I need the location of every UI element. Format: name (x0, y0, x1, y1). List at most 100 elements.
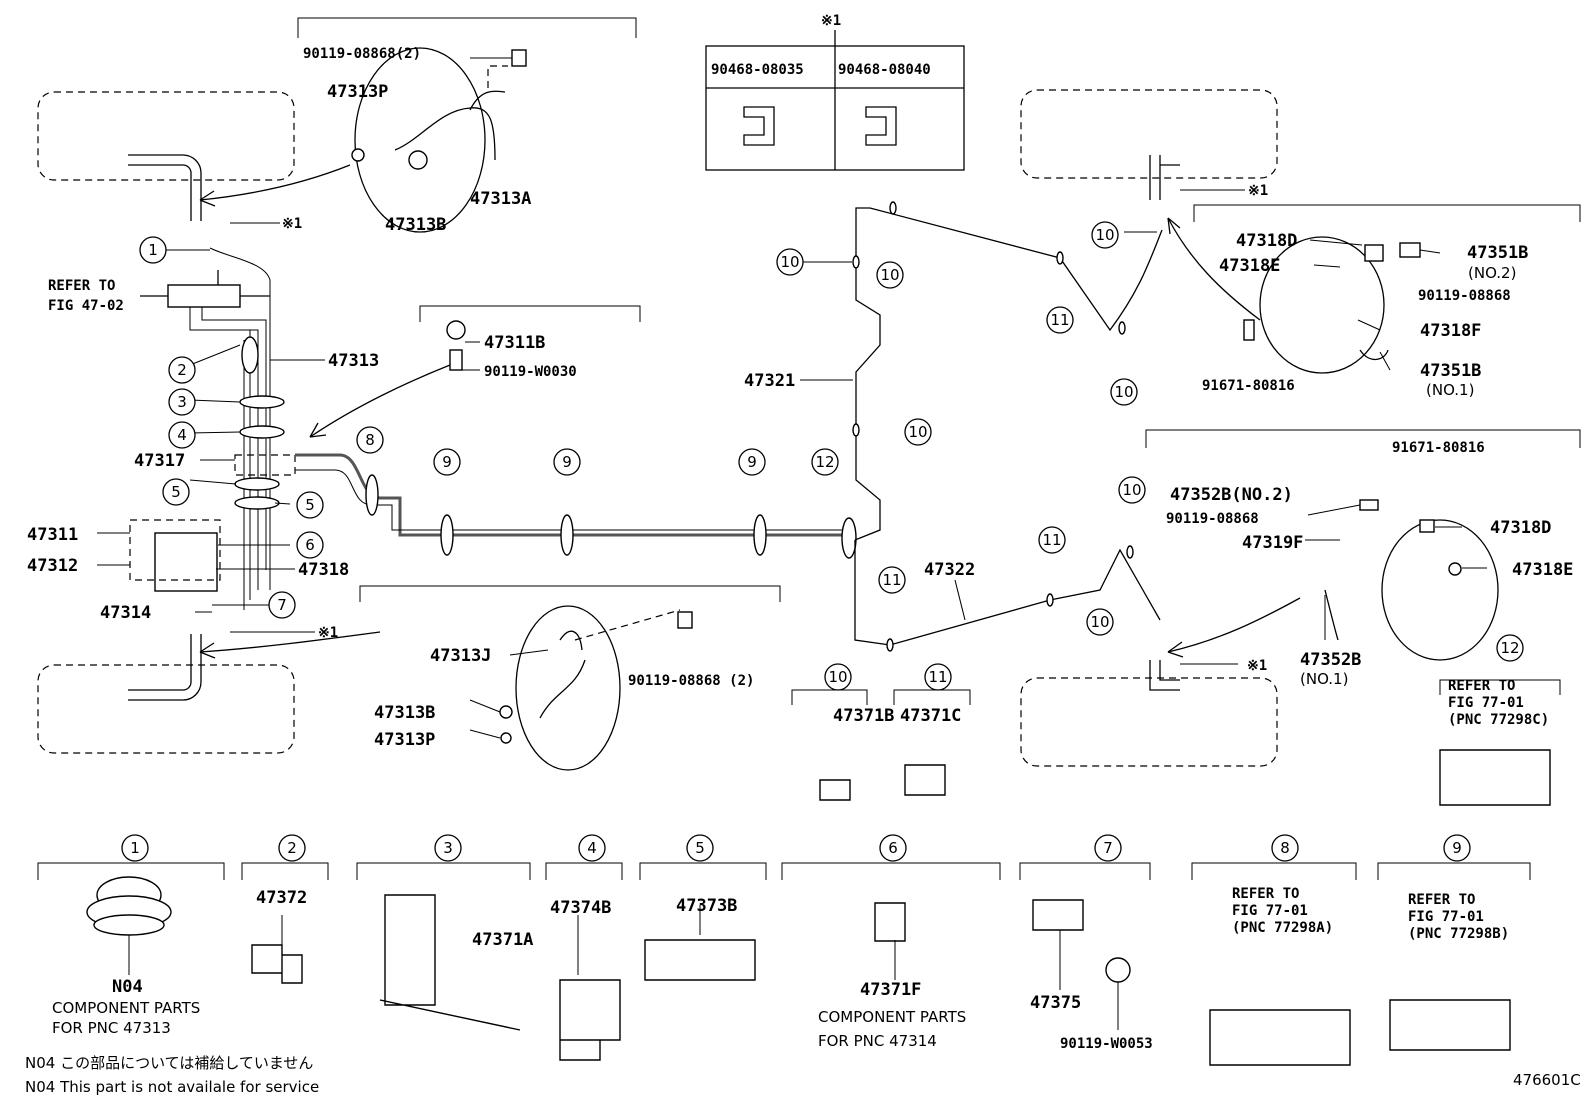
callout-5[interactable]: 5 (686, 834, 714, 862)
bolt-47318D-icon (1419, 519, 1435, 533)
part-label-47322[interactable]: 47322 (924, 560, 975, 580)
part-label-47321[interactable]: 47321 (744, 371, 795, 391)
callout-10[interactable]: 10 (1110, 378, 1138, 406)
refer-text: (PNC 77298B) (1408, 926, 1509, 942)
refer-text: (PNC 77298C) (1448, 712, 1549, 728)
note-symbol: ※1 (1248, 183, 1268, 199)
callout-8[interactable]: 8 (356, 426, 384, 454)
component-text: FOR PNC 47314 (818, 1032, 937, 1050)
clamp-8 (365, 474, 379, 516)
part-label-47318D[interactable]: 47318D (1490, 518, 1551, 538)
refer-text: FIG 77-01 (1408, 909, 1484, 925)
callout-1[interactable]: 1 (139, 236, 167, 264)
callout-number: 6 (888, 839, 898, 857)
hose-47313J (539, 630, 586, 719)
callout-7[interactable]: 7 (268, 591, 296, 619)
part-label-47314[interactable]: 47314 (100, 603, 151, 623)
part-label-47374B[interactable]: 47374B (550, 898, 611, 918)
clamp-2 (241, 336, 259, 374)
callout-9[interactable]: 9 (553, 448, 581, 476)
callout-6[interactable]: 6 (296, 531, 324, 559)
callout-11[interactable]: 11 (924, 663, 952, 691)
callout-4[interactable]: 4 (578, 834, 606, 862)
arrow-head (309, 422, 327, 438)
callout-number: 5 (305, 496, 315, 514)
part-label-47371A[interactable]: 47371A (472, 930, 533, 950)
part-label-47313B[interactable]: 47313B (385, 215, 446, 235)
callout-3[interactable]: 3 (168, 388, 196, 416)
callout-6[interactable]: 6 (879, 834, 907, 862)
callout-9[interactable]: 9 (433, 448, 461, 476)
callout-number: 10 (828, 668, 847, 686)
callout-10[interactable]: 10 (776, 248, 804, 276)
part-label-47318F[interactable]: 47318F (1420, 321, 1481, 341)
callout-11[interactable]: 11 (878, 566, 906, 594)
callout-12[interactable]: 12 (811, 448, 839, 476)
callout-10[interactable]: 10 (904, 418, 932, 446)
callout-9[interactable]: 9 (1443, 834, 1471, 862)
callout-5[interactable]: 5 (296, 491, 324, 519)
tank-outline-bottom-right (1020, 677, 1278, 767)
callout-2[interactable]: 2 (278, 834, 306, 862)
callout-10[interactable]: 10 (876, 261, 904, 289)
note-symbol: ※1 (318, 625, 338, 641)
part-label-47319F[interactable]: 47319F (1242, 533, 1303, 553)
part-label-47352B-no2[interactable]: 47352B(NO.2) (1170, 485, 1293, 505)
refer-text: FIG 77-01 (1448, 695, 1524, 711)
bolt-label: 90119-08868 (1418, 288, 1511, 304)
tank-pipe (128, 164, 192, 221)
part-label-47375[interactable]: 47375 (1030, 993, 1081, 1013)
callout-5[interactable]: 5 (162, 478, 190, 506)
part-label-47351B[interactable]: 47351B (1420, 361, 1481, 381)
part-label-47311B[interactable]: 47311B (484, 333, 545, 353)
part-label-47313A[interactable]: 47313A (470, 189, 531, 209)
part-label-47371B[interactable]: 47371B (833, 706, 894, 726)
part-label-47318E[interactable]: 47318E (1219, 256, 1280, 276)
callout-10[interactable]: 10 (824, 663, 852, 691)
part-label-47371C[interactable]: 47371C (900, 706, 961, 726)
group-bracket (1145, 429, 1581, 448)
callout-3[interactable]: 3 (434, 834, 462, 862)
nut-47318E-icon (1448, 562, 1462, 576)
part-label-47351B[interactable]: 47351B (1467, 243, 1528, 263)
part-label-47313[interactable]: 47313 (328, 351, 379, 371)
bolt-label: 90119-W0053 (1060, 1036, 1153, 1052)
callout-4[interactable]: 4 (168, 421, 196, 449)
part-label-N04[interactable]: N04 (112, 977, 143, 997)
callout-1[interactable]: 1 (121, 834, 149, 862)
tank-pipe (128, 634, 192, 691)
callout-number: 10 (1095, 226, 1114, 244)
callout-11[interactable]: 11 (1038, 526, 1066, 554)
part-label-47352B[interactable]: 47352B (1300, 650, 1361, 670)
callout-12[interactable]: 12 (1496, 634, 1524, 662)
bolt-label: 90119-08868 (2) (628, 673, 754, 689)
arrow (199, 631, 381, 653)
part-label-47311[interactable]: 47311 (27, 525, 78, 545)
callout-7[interactable]: 7 (1094, 834, 1122, 862)
part-label-47318E[interactable]: 47318E (1512, 560, 1573, 580)
part-label-47318[interactable]: 47318 (298, 560, 349, 580)
arrow-head (1167, 641, 1184, 658)
callout-8[interactable]: 8 (1271, 834, 1299, 862)
part-label-47313P[interactable]: 47313P (374, 730, 435, 750)
clamp-77298B-icon (1389, 999, 1511, 1051)
part-label-47313J[interactable]: 47313J (430, 646, 491, 666)
callout-10[interactable]: 10 (1086, 608, 1114, 636)
part-label-47373B[interactable]: 47373B (676, 896, 737, 916)
callout-11[interactable]: 11 (1046, 306, 1074, 334)
refer-text: REFER TO (48, 278, 115, 294)
callout-10[interactable]: 10 (1118, 476, 1146, 504)
part-label-47313P[interactable]: 47313P (327, 82, 388, 102)
part-label-47317[interactable]: 47317 (134, 451, 185, 471)
callout-9[interactable]: 9 (738, 448, 766, 476)
callout-10[interactable]: 10 (1091, 221, 1119, 249)
part-label-47318D[interactable]: 47318D (1236, 231, 1297, 251)
callout-2[interactable]: 2 (168, 356, 196, 384)
part-label-47371F[interactable]: 47371F (860, 980, 921, 1000)
part-label-47313B[interactable]: 47313B (374, 703, 435, 723)
part-label-47372[interactable]: 47372 (256, 888, 307, 908)
part-label-47312[interactable]: 47312 (27, 556, 78, 576)
group-bracket (297, 17, 637, 38)
detail-circle (1381, 519, 1499, 661)
